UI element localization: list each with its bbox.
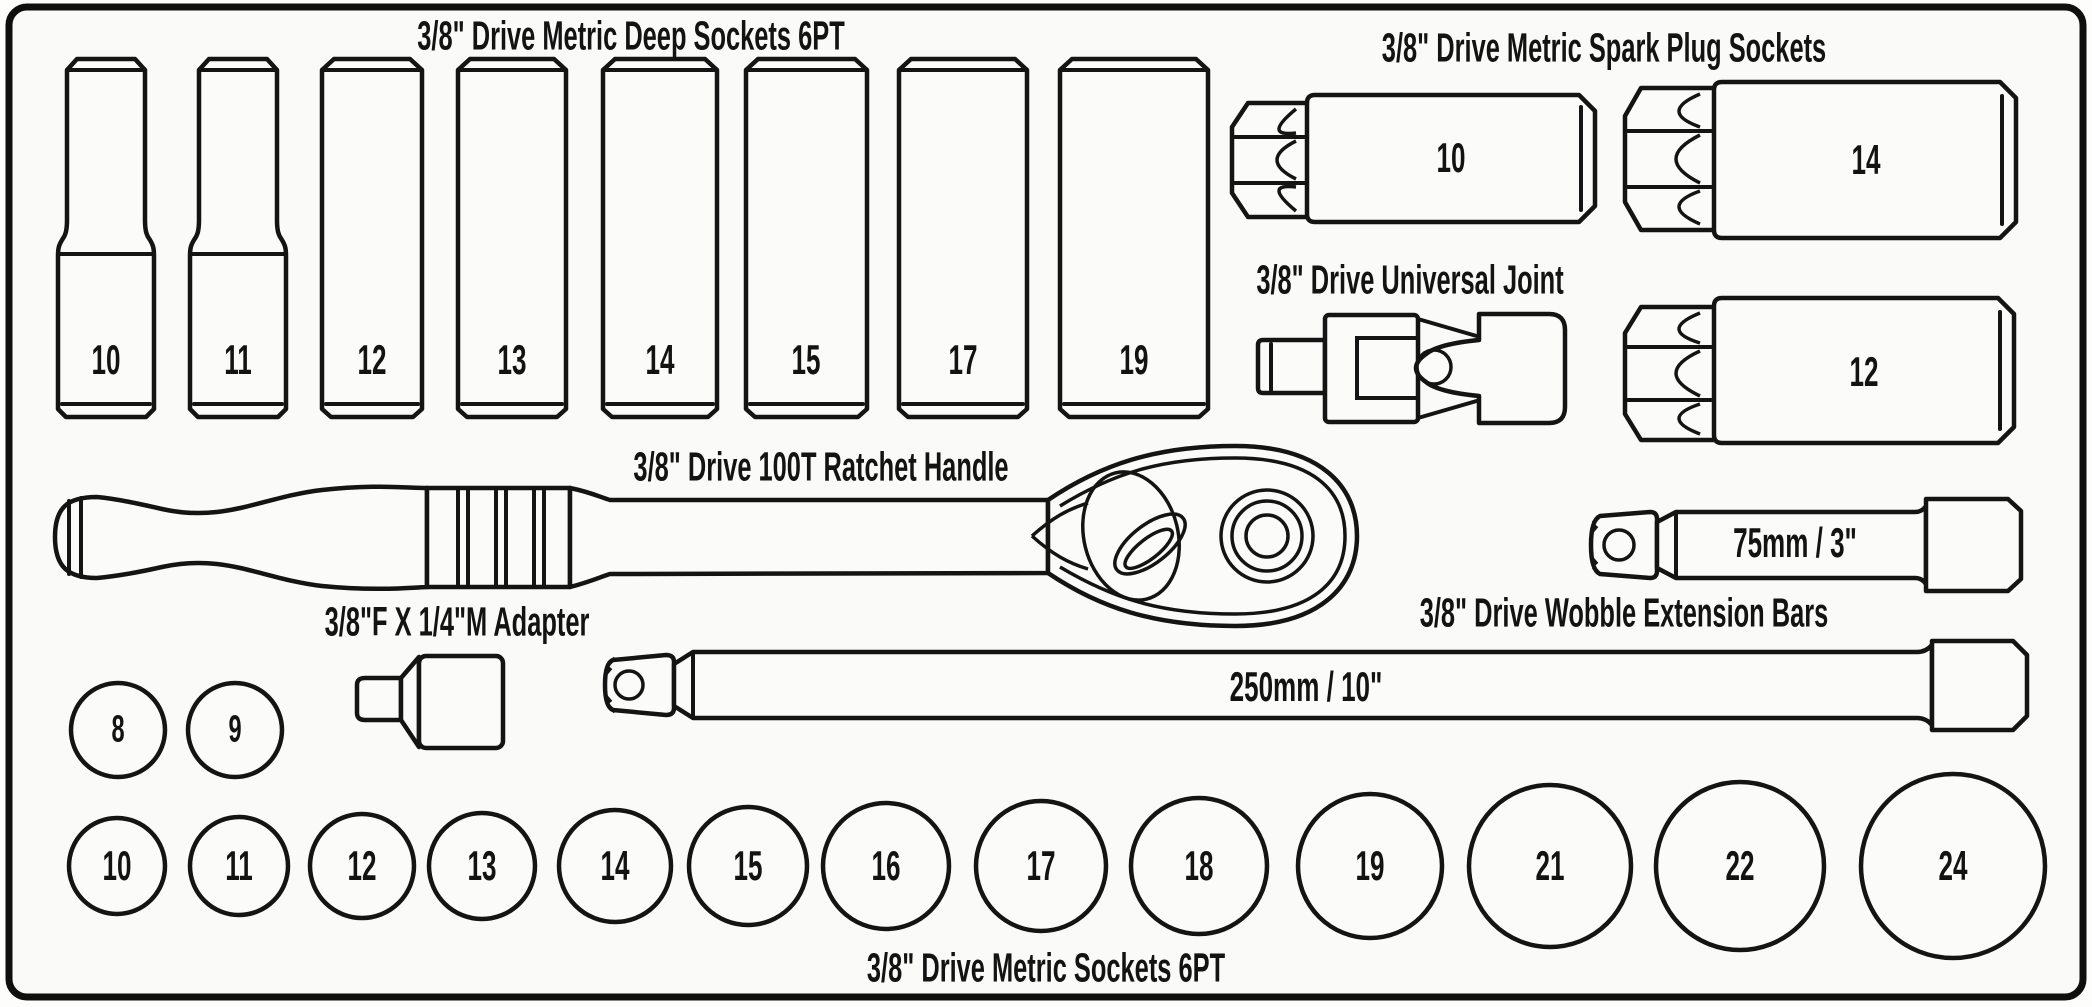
socket-circle-22 [1653, 779, 1827, 953]
socket-size-label: 8 [111, 708, 125, 751]
spark-plug-size-label: 10 [1436, 134, 1466, 181]
ratchet-title: 3/8" Drive 100T Ratchet Handle [633, 443, 1009, 490]
deep-socket-shape-10 [55, 56, 157, 420]
universal-joint-shape [1255, 311, 1568, 426]
socket-size-label: 10 [102, 842, 132, 889]
adapter-shape [354, 653, 506, 751]
socket-circle-18 [1128, 795, 1270, 937]
socket-circle-13 [426, 810, 538, 922]
universal-joint-title: 3/8" Drive Universal Joint [1256, 256, 1564, 303]
socket-size-label: 18 [1184, 842, 1214, 889]
socket-circle-14 [556, 807, 674, 925]
spark-plug-title: 3/8" Drive Metric Spark Plug Sockets [1381, 24, 1827, 71]
deep-socket-size-label: 12 [357, 336, 387, 383]
socket-size-label: 13 [467, 842, 497, 889]
spark-plug-socket-shape-12 [1622, 295, 2017, 446]
ratchet-drive-hole [1244, 513, 1290, 559]
deep-socket-shape-11 [187, 56, 289, 420]
adapter-title: 3/8"F X 1/4"M Adapter [324, 598, 590, 645]
socket-circle-10 [66, 815, 168, 917]
socket-circle-11 [187, 814, 291, 918]
socket-size-label: 19 [1355, 842, 1385, 889]
spark-plug-socket-shape-10 [1229, 92, 1598, 225]
deep-socket-shape-19 [1057, 56, 1211, 420]
extension-bar-length-label: 75mm / 3" [1733, 519, 1857, 566]
ratchet-switch-lever [1113, 512, 1187, 576]
metric-sockets-title: 3/8" Drive Metric Sockets 6PT [866, 944, 1226, 991]
ratchet-drive-ring-outer [1219, 488, 1315, 584]
deep-socket-size-label: 17 [948, 336, 978, 383]
socket-circle-9 [185, 680, 285, 780]
socket-circle-15 [686, 804, 810, 928]
socket-size-label: 9 [228, 708, 242, 751]
socket-circle-17 [973, 798, 1109, 934]
socket-size-label: 17 [1026, 842, 1056, 889]
deep-socket-shape-17 [896, 56, 1030, 420]
deep-sockets-title: 3/8" Drive Metric Deep Sockets 6PT [417, 12, 845, 59]
deep-socket-size-label: 19 [1119, 336, 1149, 383]
socket-size-label: 22 [1725, 842, 1755, 889]
extension-bar-length-label: 250mm / 10" [1229, 663, 1383, 710]
ratchet-drive-ring-mid [1230, 499, 1304, 573]
deep-socket-size-label: 14 [645, 336, 675, 383]
extension-bars-title: 3/8" Drive Wobble Extension Bars [1419, 589, 1829, 636]
spark-plug-size-label: 14 [1851, 136, 1881, 183]
extension-bar-250mm-shape [602, 638, 2030, 733]
extension-bar-75mm-shape [1588, 496, 2024, 594]
socket-circle-19 [1295, 791, 1445, 941]
socket-size-label: 11 [225, 842, 253, 889]
socket-size-label: 14 [600, 842, 630, 889]
socket-size-label: 12 [347, 842, 377, 889]
deep-socket-size-label: 10 [91, 336, 121, 383]
socket-size-label: 15 [733, 842, 763, 889]
socket-circle-8 [68, 680, 168, 780]
socket-circle-12 [307, 811, 417, 921]
socket-size-label: 24 [1938, 842, 1968, 889]
socket-size-label: 16 [871, 842, 901, 889]
deep-socket-size-label: 11 [224, 336, 252, 383]
deep-socket-shape-12 [319, 56, 425, 420]
socket-size-label: 21 [1535, 842, 1565, 889]
ratchet-handle-shape [52, 443, 1360, 629]
deep-socket-shape-15 [743, 56, 870, 420]
deep-socket-size-label: 15 [791, 336, 821, 383]
spark-plug-size-label: 12 [1849, 348, 1879, 395]
deep-socket-shape-13 [455, 56, 569, 420]
socket-circle-16 [820, 800, 952, 932]
deep-socket-size-label: 13 [497, 336, 527, 383]
deep-socket-shape-14 [600, 56, 720, 420]
socket-circle-21 [1466, 782, 1634, 950]
spark-plug-socket-shape-14 [1622, 79, 2019, 241]
socket-circle-24 [1858, 771, 2048, 961]
